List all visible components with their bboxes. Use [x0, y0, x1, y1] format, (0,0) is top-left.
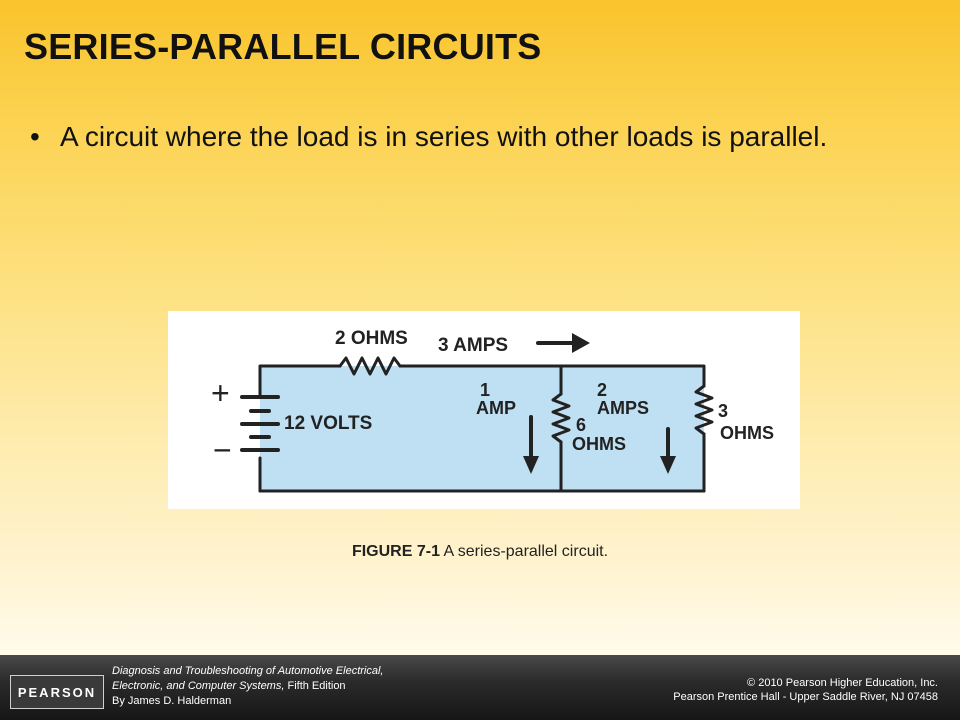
label-branch2-current-2: AMPS: [597, 398, 649, 418]
arrow-right-icon: [536, 333, 590, 353]
label-branch1-current-1: 1: [480, 380, 490, 400]
label-plus: +: [211, 375, 230, 411]
label-minus: −: [213, 432, 232, 468]
arrow-down-icon: [660, 427, 676, 474]
label-branch2-resistor-num: 3: [718, 401, 728, 421]
resistor-3-ohms: [694, 384, 714, 436]
arrow-down-icon: [523, 415, 539, 474]
circuit-figure: 2 OHMS 3 AMPS + − 12 VOLTS 1 AMP 6 OHMS …: [168, 311, 800, 509]
bullet-item: • A circuit where the load is in series …: [30, 118, 910, 156]
wire-top-right: [398, 364, 706, 388]
book-author: By James D. Halderman: [112, 695, 232, 707]
label-branch1-resistor-unit: OHMS: [572, 434, 626, 454]
book-title-line2-italic: Electronic, and Computer Systems,: [112, 680, 285, 692]
wire-left-top: [258, 364, 342, 399]
copyright-line1: © 2010 Pearson Higher Education, Inc.: [747, 677, 938, 689]
circuit-diagram: 2 OHMS 3 AMPS + − 12 VOLTS 1 AMP 6 OHMS …: [211, 328, 774, 493]
figure-caption-label: FIGURE 7-1: [351, 543, 440, 560]
label-branch2-resistor-unit: OHMS: [720, 423, 774, 443]
label-branch1-resistor-num: 6: [576, 415, 586, 435]
book-title-line2: Electronic, and Computer Systems, Fifth …: [112, 679, 383, 694]
resistor-2-ohms: [338, 356, 402, 376]
label-total-current: 3 AMPS: [438, 335, 508, 356]
footer: PEARSON Diagnosis and Troubleshooting of…: [0, 655, 960, 720]
copyright: © 2010 Pearson Higher Education, Inc. Pe…: [673, 676, 938, 704]
label-branch1-current-2: AMP: [476, 398, 516, 418]
bullet-mark: •: [30, 121, 40, 152]
book-edition: Fifth Edition: [287, 680, 346, 692]
figure-caption: FIGURE 7-1 A series-parallel circuit.: [0, 543, 960, 561]
figure-caption-text: A series-parallel circuit.: [443, 543, 609, 560]
resistor-6-ohms: [551, 392, 571, 444]
label-branch2-current-1: 2: [597, 380, 607, 400]
pearson-logo: PEARSON: [10, 675, 104, 709]
slide-title: SERIES-PARALLEL CIRCUITS: [24, 26, 542, 67]
book-title-line1: Diagnosis and Troubleshooting of Automot…: [112, 665, 384, 677]
circuit-fill: [260, 366, 704, 491]
copyright-line2: Pearson Prentice Hall - Upper Saddle Riv…: [673, 691, 938, 703]
label-battery-voltage: 12 VOLTS: [284, 413, 372, 434]
bullet-text: A circuit where the load is in series wi…: [60, 121, 828, 152]
book-citation: Diagnosis and Troubleshooting of Automot…: [112, 664, 383, 709]
label-top-resistor: 2 OHMS: [335, 328, 408, 349]
